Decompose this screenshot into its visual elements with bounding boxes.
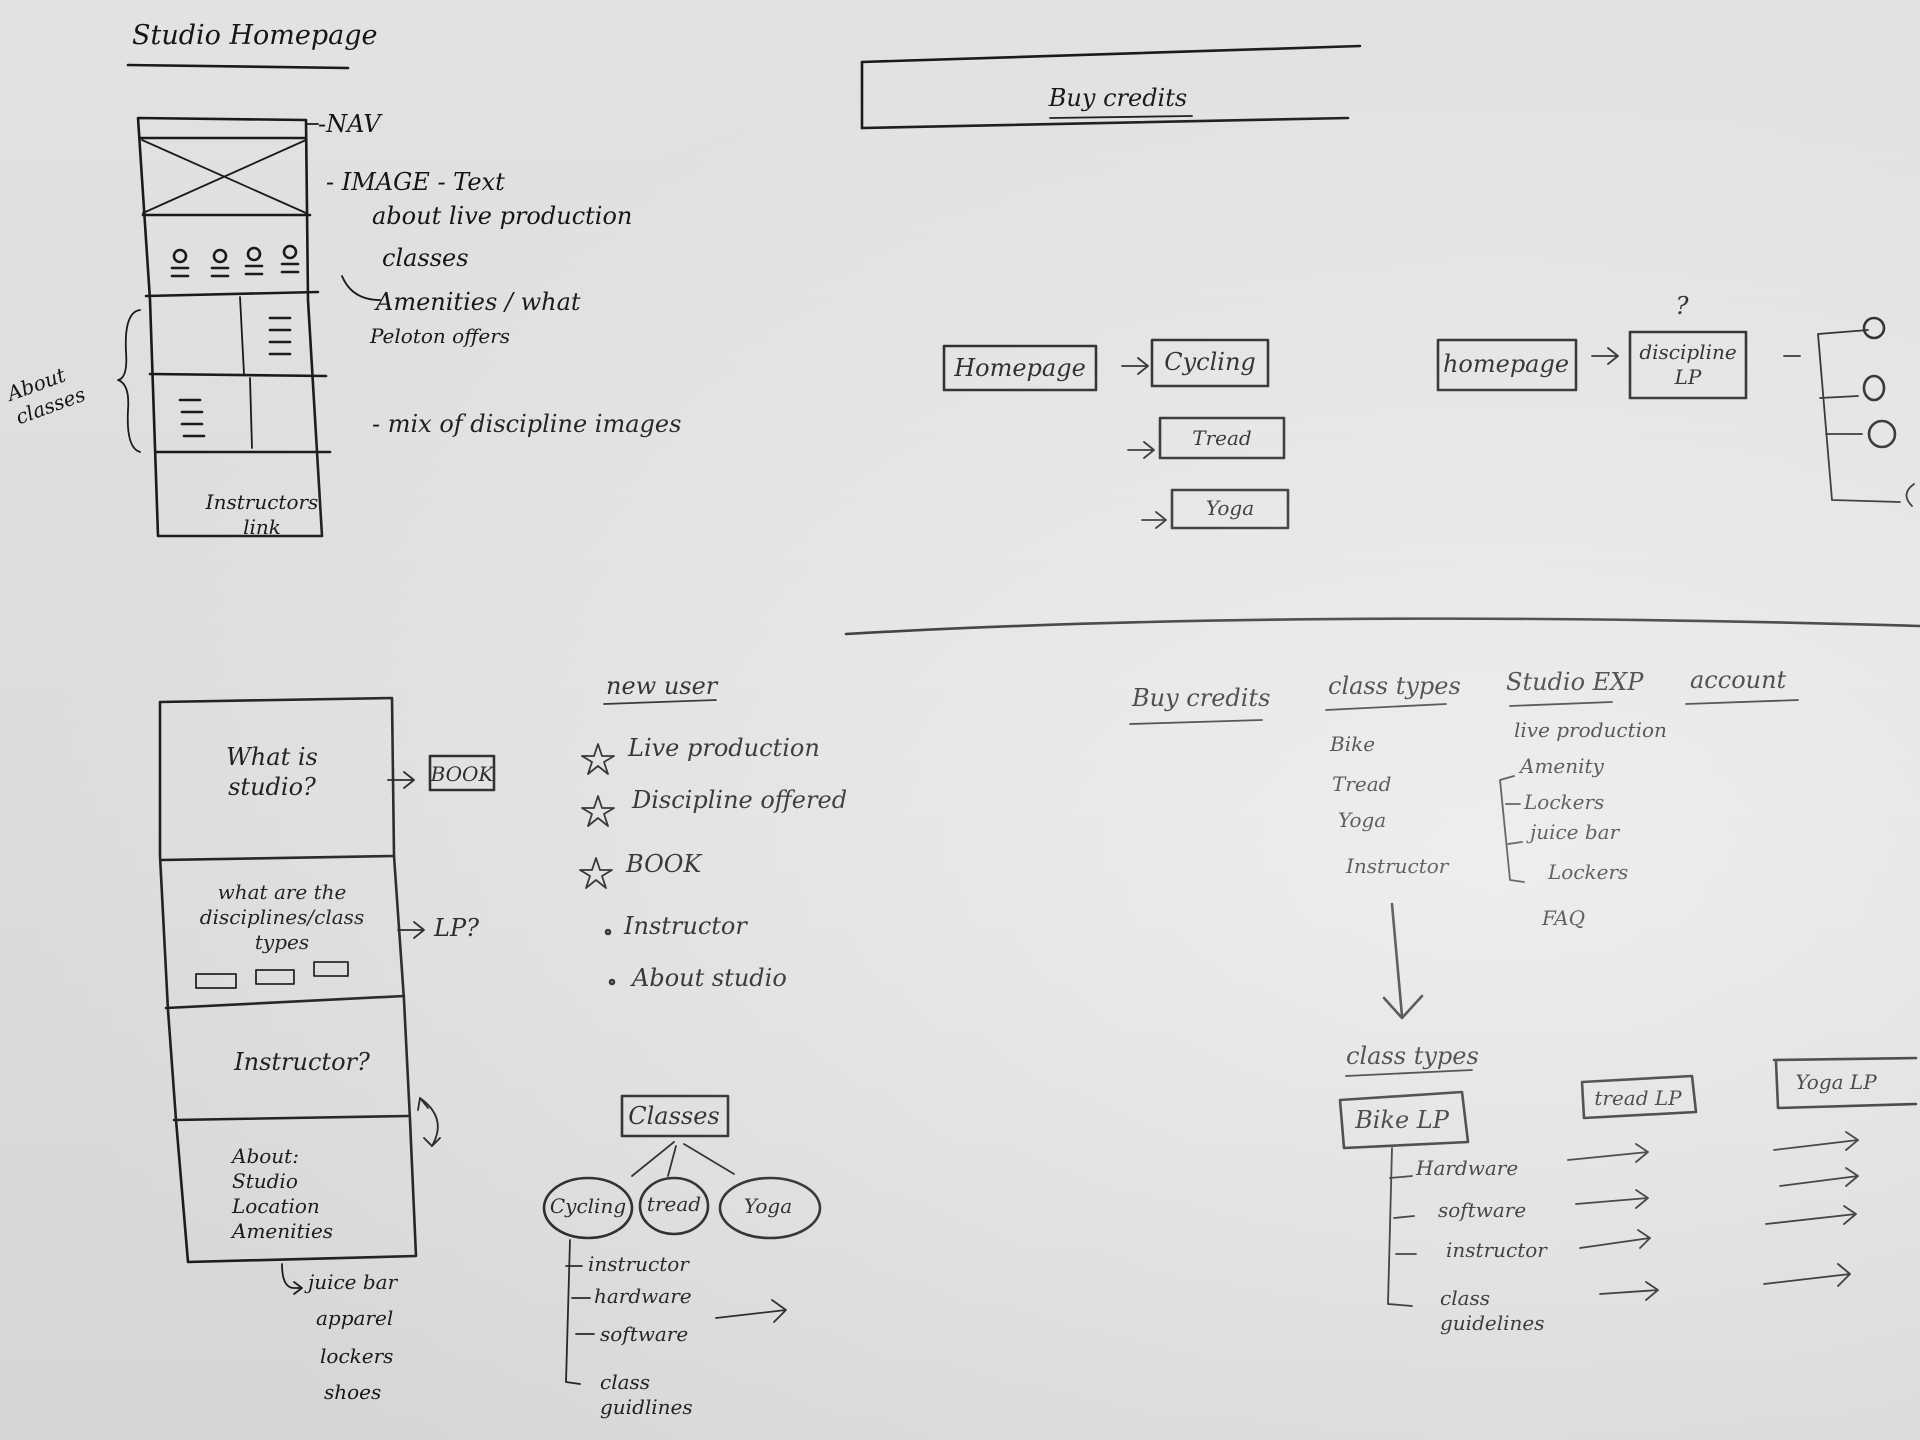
new-user-item-5: About studio: [632, 964, 787, 992]
about-live-production: about live production: [372, 202, 633, 230]
lp-item-1: Hardware: [1416, 1156, 1519, 1180]
amenity-lockers: lockers: [320, 1344, 394, 1368]
classes-child-3: Yoga: [743, 1194, 793, 1218]
classes-tree: [542, 1094, 822, 1385]
title-underline: [126, 63, 350, 70]
instructors-link-block: Instructors link: [205, 490, 319, 539]
section-divider: [844, 617, 1920, 636]
amenity-apparel: apparel: [316, 1306, 394, 1330]
class-types-item-3: Yoga: [1338, 808, 1387, 832]
new-user-item-3: BOOK: [626, 850, 702, 878]
amenities-note: Amenities / what: [376, 288, 581, 316]
new-user-list-marks: [579, 699, 717, 986]
class-types-lp-heading: class types: [1346, 1042, 1479, 1070]
flow-a-start: Homepage: [954, 354, 1086, 382]
classes-sub-1: instructor: [588, 1252, 689, 1276]
classes-sub-3: software: [600, 1322, 689, 1346]
flow-b-target: discipline LP: [1639, 340, 1737, 389]
list-icons: [170, 244, 300, 438]
class-types-item-2: Tread: [1332, 772, 1392, 796]
studio-exp-item-3: Lockers: [1524, 790, 1605, 814]
class-types-item-4: Instructor: [1346, 854, 1449, 878]
new-user-item-1: Live production: [628, 734, 820, 762]
flow-a-target-3: Yoga: [1205, 496, 1255, 520]
lp-box-bike: Bike LP: [1355, 1106, 1449, 1134]
lp-box-tread: tread LP: [1594, 1086, 1682, 1110]
flow-homepage-disciplines: [942, 338, 1290, 530]
studio-exp-item-2: Amenity: [1520, 754, 1604, 778]
studio-exp-item-4: juice bar: [1530, 820, 1620, 844]
classes-child-1: Cycling: [549, 1194, 627, 1218]
lp-item-2: software: [1438, 1198, 1527, 1222]
mix-images-note: - mix of discipline images: [372, 410, 682, 438]
studio-exp-item-5: Lockers: [1548, 860, 1629, 884]
menu-col-studio-exp: Studio EXP: [1506, 668, 1644, 696]
classes-child-2: tread: [646, 1192, 702, 1216]
flow-b-question: ?: [1675, 292, 1689, 320]
peloton-offers: Peloton offers: [370, 324, 511, 348]
lp-label: LP?: [434, 914, 479, 942]
lp-item-4: class guidelines: [1440, 1286, 1545, 1335]
class-types-lp-marks: [1338, 1056, 1918, 1307]
flow-homepage-discipline-lp: [1436, 316, 1915, 507]
classes-label: classes: [382, 244, 469, 272]
book-box-label: BOOK: [430, 762, 494, 786]
section-what-is-studio: What is studio?: [226, 743, 318, 801]
menu-col-account: account: [1690, 666, 1787, 694]
buy-credits-banner: [860, 44, 1362, 130]
homepage-wireframe: [117, 116, 381, 538]
menu-col-class-types: class types: [1328, 672, 1461, 700]
nav-menu-marks: [1129, 699, 1799, 1020]
new-user-wireframe: [158, 696, 496, 1295]
studio-exp-item-1: live production: [1514, 718, 1667, 742]
lp-box-yoga: Yoga LP: [1795, 1070, 1877, 1094]
flow-a-target-2: Tread: [1192, 426, 1252, 450]
section-disciplines: what are the disciplines/class types: [199, 880, 365, 954]
new-user-heading: new user: [606, 672, 718, 700]
class-types-item-1: Bike: [1330, 732, 1376, 756]
flow-b-start: homepage: [1442, 350, 1570, 378]
sketch-title: Studio Homepage: [132, 20, 378, 51]
studio-exp-item-6: FAQ: [1542, 906, 1585, 930]
image-note: - IMAGE - Text: [326, 168, 505, 196]
section-instructor: Instructor?: [234, 1048, 370, 1076]
classes-sub-2: hardware: [594, 1284, 692, 1308]
classes-root: Classes: [628, 1102, 720, 1130]
nav-label: -NAV: [318, 110, 381, 138]
new-user-item-2: Discipline offered: [632, 786, 848, 814]
classes-sub-4: class guidlines: [600, 1370, 693, 1419]
menu-col-buy-credits: Buy credits: [1132, 684, 1271, 712]
buy-credits-banner-label: Buy credits: [1048, 84, 1188, 112]
amenity-juice-bar: juice bar: [308, 1270, 398, 1294]
section-about: About: Studio Location Amenities: [232, 1144, 334, 1243]
amenity-shoes: shoes: [324, 1380, 382, 1404]
flow-a-target-1: Cycling: [1164, 348, 1256, 376]
new-user-item-4: Instructor: [624, 912, 747, 940]
lp-item-3: instructor: [1446, 1238, 1547, 1262]
